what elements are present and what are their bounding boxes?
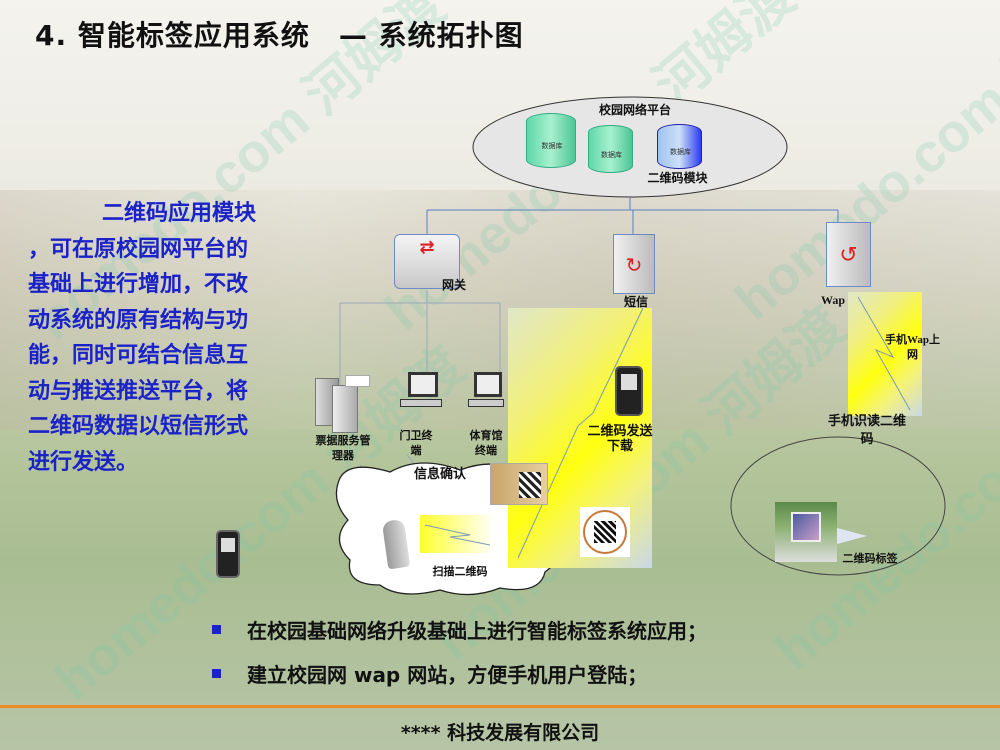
- description-line: ，可在原校园网平台的: [28, 236, 249, 262]
- gateway-label: 网关: [441, 278, 466, 292]
- qr-module-label: 二维码模块: [647, 171, 708, 185]
- database-icon: 数据库: [588, 125, 633, 173]
- pc-terminal-icon: [400, 372, 450, 417]
- ticket-server-label: 票据服务管理器: [315, 434, 371, 462]
- database-icon: 数据库: [526, 113, 576, 168]
- database-icon: 数据库: [657, 124, 702, 169]
- wap-access-panel: [848, 292, 922, 416]
- qr-send-label: 二维码发送下载: [587, 424, 653, 454]
- mail-icon: [345, 375, 370, 387]
- description-line: 进行发送。: [28, 449, 139, 475]
- slide-title: 4. 智能标签应用系统 — 系统拓扑图: [35, 19, 524, 52]
- qr-label-label: 二维码标签: [842, 552, 898, 565]
- qr-kiosk-image: [775, 502, 837, 562]
- description-line: 二维码数据以短信形式: [28, 414, 249, 439]
- description-line: 能，同时可结合信息互: [28, 343, 249, 368]
- bullet-item: 建立校园网 wap 网站，方便手机用户登陆；: [212, 659, 647, 688]
- description-line: 动与推送推送平台，将: [28, 378, 249, 404]
- footer-divider: [0, 705, 1000, 708]
- sms-server-icon: ↻: [613, 234, 655, 294]
- barcode-scanner-icon: [368, 508, 426, 580]
- arrow-right-icon: [837, 528, 867, 544]
- description-line: 二维码应用模块: [102, 201, 257, 226]
- guard-terminal-label: 门卫终端: [399, 429, 433, 457]
- mobile-read-label: 手机识读二维码: [827, 414, 906, 447]
- platform-label: 校园网络平台: [598, 103, 671, 117]
- gym-terminal-label: 体育馆终端: [469, 429, 503, 457]
- router-icon: ⇄: [394, 234, 460, 289]
- package-qr-icon: [490, 463, 548, 505]
- description-line: 基础上进行增加，不改: [28, 272, 249, 297]
- sms-label: 短信: [623, 295, 648, 309]
- bullet-item: 在校园基础网络升级基础上进行智能标签系统应用；: [212, 615, 707, 644]
- bullet-square-icon: [212, 669, 221, 678]
- pc-terminal-icon: [468, 372, 508, 417]
- qr-code-icon: [580, 507, 630, 557]
- mobile-wap-label: 手机Wap上网: [885, 334, 941, 361]
- info-confirm-label: 信息确认: [413, 467, 466, 482]
- mobile-phone-icon: [615, 366, 643, 416]
- scan-qr-label: 扫描二维码: [432, 565, 488, 578]
- mobile-phone-icon: [216, 530, 240, 578]
- server-icon: [332, 385, 358, 433]
- tag-ellipse: [730, 436, 946, 576]
- bullet-square-icon: [212, 625, 221, 634]
- description-line: 动系统的原有结构与功: [28, 307, 249, 333]
- footer-company: **** 科技发展有限公司: [400, 722, 600, 744]
- wap-label: Wap: [820, 293, 845, 307]
- wap-server-icon: ↺: [826, 222, 871, 287]
- scan-signal: [420, 515, 495, 553]
- description-text: 二维码应用模块 ，可在原校园网平台的 基础上进行增加，不改 动系统的原有结构与功…: [28, 196, 293, 480]
